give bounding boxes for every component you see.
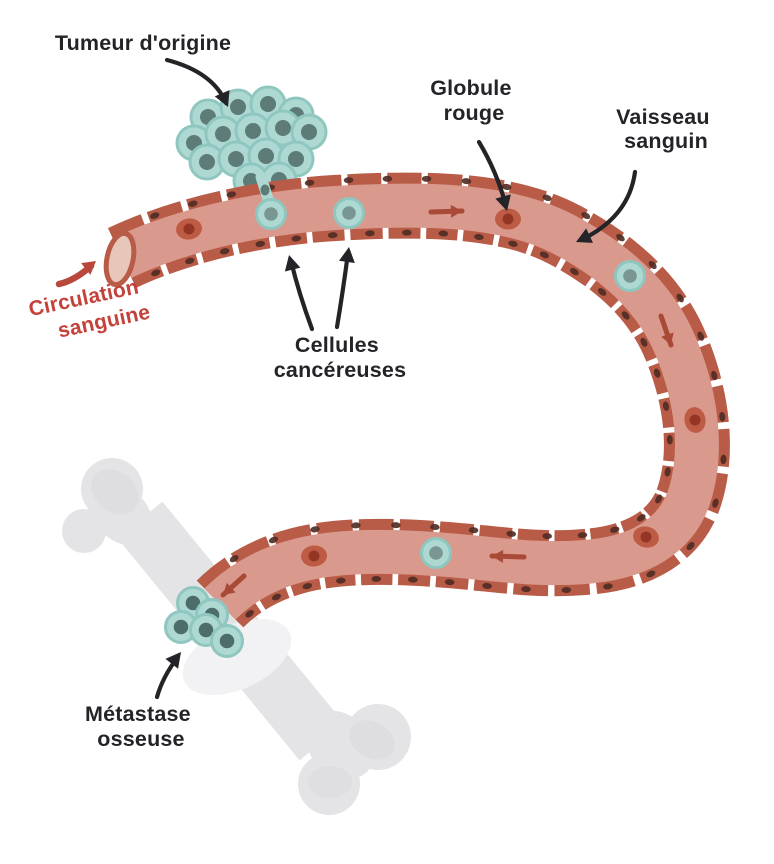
label-metastase-osseuse: Métastase osseuse (85, 702, 197, 751)
labels: Tumeur d'origine Globule rouge Vaisseau … (27, 31, 716, 751)
intravasation-stem (255, 171, 275, 208)
flow-arrow (658, 313, 674, 348)
flow-arrow (428, 204, 465, 218)
primary-tumor (175, 85, 328, 200)
label-globule-rouge: Globule rouge (430, 76, 518, 125)
circulating-cancer-cells (255, 197, 646, 569)
vessel-wall-nuclei (150, 175, 727, 618)
tumor-arrow (164, 57, 230, 107)
metastasis-arrow (154, 652, 181, 700)
red-blood-cell (495, 208, 521, 230)
label-tumeur-origine: Tumeur d'origine (55, 31, 231, 55)
red-blood-cells (176, 208, 706, 567)
bone-metastasis-cells (164, 586, 244, 658)
red-blood-cell (684, 407, 706, 433)
red-blood-cell (633, 526, 659, 548)
cancer-cell-arrow-left (284, 255, 315, 332)
label-cellules-cancereuses: Cellules cancéreuses (274, 333, 407, 382)
red-blood-cell (301, 545, 327, 567)
label-vaisseau-sanguin: Vaisseau sanguin (616, 105, 716, 153)
flow-arrow (220, 573, 247, 598)
red-blood-cell (176, 218, 202, 240)
vessel-lumen-interior (112, 183, 719, 620)
cancer-cell-arrow-right (334, 247, 355, 330)
circulation-arrow (55, 261, 96, 288)
blood-vessel (103, 172, 730, 628)
vessel-arrow (576, 169, 638, 243)
red-cell-arrow (476, 139, 511, 211)
label-tumeur-text: Tumeur d'origine (55, 31, 231, 55)
label-circulation-sanguine: Circulation sanguine (27, 274, 153, 347)
annotation-arrows (154, 57, 638, 700)
flow-arrow (489, 549, 527, 563)
vessel-opening (103, 230, 137, 288)
blood-flow-arrows (220, 204, 674, 598)
